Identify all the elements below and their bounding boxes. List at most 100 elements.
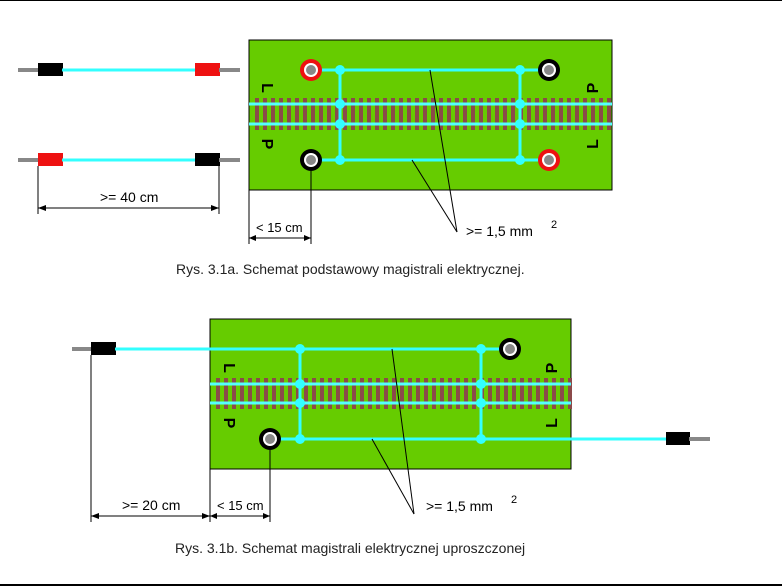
sleeper (216, 378, 220, 409)
sleeper (232, 378, 236, 409)
sleeper (312, 378, 316, 409)
letter-right-top: P (585, 82, 602, 93)
black-plug (195, 153, 220, 166)
dim-label-wire-sup: 2 (551, 219, 557, 231)
letter-right-bottom: L (544, 418, 561, 428)
sleeper (264, 378, 268, 409)
junction-dot (335, 119, 345, 129)
dim-label-wire: >= 1,5 mm (466, 223, 533, 239)
letter-left-top: L (220, 363, 237, 373)
sleeper (528, 378, 532, 409)
sleeper (319, 98, 323, 130)
sleeper (391, 98, 395, 130)
sleeper (560, 378, 564, 409)
sleeper (447, 98, 451, 130)
dim-label-cable-length: >= 20 cm (122, 497, 180, 513)
socket-black-bottom-left (259, 428, 281, 450)
cable-right (666, 432, 710, 445)
wire-gauge-callout: >= 1,5 mm 2 (371, 348, 517, 515)
sleeper (288, 378, 292, 409)
dim-label-wire-sup: 2 (511, 494, 517, 506)
sleeper (432, 378, 436, 409)
sleeper (456, 378, 460, 409)
red-plug (195, 63, 220, 76)
letter-left-bottom: P (258, 139, 275, 150)
sleeper (296, 378, 300, 409)
sleeper (408, 378, 412, 409)
sleeper (383, 98, 387, 130)
sleeper (263, 98, 267, 130)
sleeper (575, 98, 579, 130)
black-plug (91, 342, 116, 355)
sleeper (439, 98, 443, 130)
cable-bottom-left (18, 153, 240, 166)
sleeper (368, 378, 372, 409)
junction-dot (515, 119, 525, 129)
dim-label-wire: >= 1,5 mm (426, 498, 493, 514)
sleeper (424, 378, 428, 409)
sleeper (384, 378, 388, 409)
sleeper (520, 378, 524, 409)
dimension-cable-length: >= 20 cm (90, 355, 211, 522)
socket-red-top-left (300, 59, 322, 81)
track-board-a: L P P L (248, 39, 613, 191)
sleeper (448, 378, 452, 409)
junction-dot (476, 434, 486, 444)
sleeper (256, 378, 260, 409)
sleeper (512, 378, 516, 409)
bottom-border (0, 584, 782, 586)
sleeper (240, 378, 244, 409)
sleeper (455, 98, 459, 130)
top-border (0, 0, 782, 1)
junction-dot (515, 65, 525, 75)
dim-label-offset: < 15 cm (256, 220, 303, 235)
socket-red-bottom-right (538, 149, 560, 171)
junction-dot (335, 65, 345, 75)
junction-dot (515, 99, 525, 109)
sleeper (552, 378, 556, 409)
sleeper (544, 378, 548, 409)
sleeper (463, 98, 467, 130)
sleeper (399, 98, 403, 130)
sleeper (536, 378, 540, 409)
junction-dot (515, 155, 525, 165)
sleeper (559, 98, 563, 130)
junction-dot (476, 379, 486, 389)
sleeper (336, 378, 340, 409)
sleeper (511, 98, 515, 130)
junction-dot (335, 99, 345, 109)
socket-black-bottom-left (300, 149, 322, 171)
sleeper (335, 98, 339, 130)
sleeper (472, 378, 476, 409)
sleeper (583, 98, 587, 130)
sleeper (551, 98, 555, 130)
red-plug (38, 153, 63, 166)
sleepers (216, 378, 572, 409)
sleeper (304, 378, 308, 409)
sleeper (392, 378, 396, 409)
sleeper (599, 98, 603, 130)
sleeper (527, 98, 531, 130)
junction-dot (335, 155, 345, 165)
dimension-cable-length: >= 40 cm (37, 166, 220, 214)
letter-right-top: P (544, 362, 561, 373)
dimension-offset: < 15 cm (210, 450, 271, 522)
sleeper (415, 98, 419, 130)
sleeper (543, 98, 547, 130)
letter-left-bottom: P (220, 418, 237, 429)
sleeper (487, 98, 491, 130)
black-plug (38, 63, 63, 76)
cable-left (72, 342, 116, 355)
junction-dot (295, 344, 305, 354)
sleeper (503, 98, 507, 130)
junction-dot (476, 344, 486, 354)
sleeper (568, 378, 572, 409)
caption-figure-b: Rys. 3.1b. Schemat magistrali elektryczn… (175, 540, 525, 556)
sleeper (255, 98, 259, 130)
wire-gauge-callout: >= 1,5 mm 2 (411, 69, 557, 239)
sleeper (440, 378, 444, 409)
socket-black-top-right (538, 59, 560, 81)
sleeper (504, 378, 508, 409)
dimension-offset: < 15 cm (248, 171, 312, 244)
sleeper (272, 378, 276, 409)
